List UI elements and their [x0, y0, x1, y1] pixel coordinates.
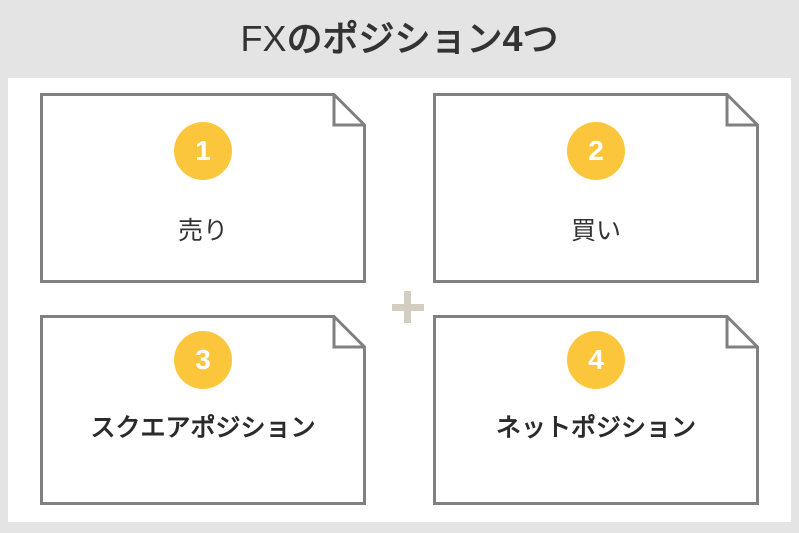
card-1-number-badge: 1 — [174, 122, 232, 180]
folded-page-icon — [40, 93, 366, 283]
plus-icon — [388, 287, 428, 327]
sheet-shape — [433, 93, 759, 283]
folded-page-icon — [40, 315, 366, 505]
card-4-net-position[interactable]: 4 ネットポジション — [433, 315, 759, 505]
content-panel: 1 売り 2 買い 3 スクエアポジション — [8, 78, 791, 522]
folded-page-icon — [433, 93, 759, 283]
sheet-shape — [40, 93, 366, 283]
sheet-shape — [40, 315, 366, 505]
sheet-shape — [433, 315, 759, 505]
card-2-number-badge: 2 — [567, 122, 625, 180]
page-title-japanese-part: のポジション4つ — [286, 18, 559, 59]
card-4-number-badge: 4 — [567, 331, 625, 389]
page-title: FXのポジション4つ — [0, 14, 799, 64]
card-1-label: 売り — [177, 217, 228, 245]
folded-page-icon — [433, 315, 759, 505]
card-2-buy[interactable]: 2 買い — [433, 93, 759, 283]
plus-icon-vertical-bar — [404, 291, 411, 323]
card-4-label: ネットポジション — [495, 414, 696, 442]
card-3-label: スクエアポジション — [90, 414, 316, 442]
card-3-square-position[interactable]: 3 スクエアポジション — [40, 315, 366, 505]
card-1-sell[interactable]: 1 売り — [40, 93, 366, 283]
page-title-latin-part: FX — [240, 18, 287, 59]
card-2-label: 買い — [570, 217, 621, 245]
card-3-number-badge: 3 — [174, 331, 232, 389]
